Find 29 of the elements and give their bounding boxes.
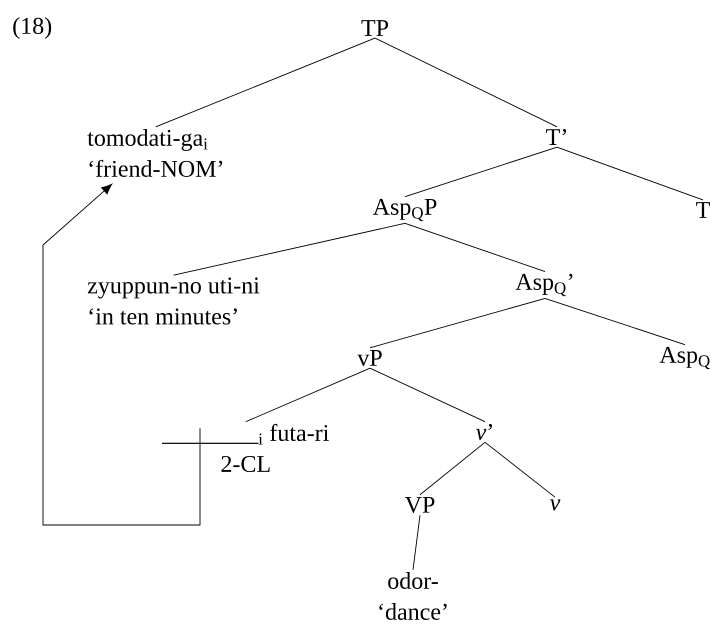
tree-branch bbox=[412, 514, 420, 570]
tree-label: vP bbox=[357, 350, 382, 366]
movement-arrow bbox=[42, 184, 200, 526]
tree-branch bbox=[484, 442, 556, 498]
tree-label: Asp$_{Q}$P bbox=[372, 198, 436, 222]
tree-branch bbox=[404, 146, 558, 198]
tree-label: odor- ‘dance’ bbox=[379, 572, 447, 620]
tree-branch bbox=[374, 38, 558, 128]
tree-label: v bbox=[550, 499, 560, 511]
tree-branch bbox=[245, 368, 370, 422]
tree-label: T bbox=[696, 202, 710, 218]
tree-branch bbox=[420, 442, 486, 496]
example-number: (18) bbox=[13, 17, 52, 39]
tree-branch bbox=[370, 298, 546, 348]
tree-branch bbox=[155, 38, 376, 128]
tree-branch bbox=[556, 146, 704, 200]
tree-label: Asp$_{Q}$’ bbox=[516, 274, 572, 296]
tree-label: tomodati-ga$_{i}$ ‘friend-NOM’ bbox=[87, 129, 222, 177]
tree-label: zyuppun-no uti-ni ‘in ten minutes’ bbox=[88, 277, 260, 325]
tree-label: VP bbox=[404, 496, 434, 514]
tree-label: Asp$_{Q}$ bbox=[660, 346, 710, 370]
tree-label: v’ bbox=[476, 424, 492, 440]
tree-branch bbox=[173, 222, 406, 276]
tree-branch bbox=[370, 368, 486, 422]
tree-label: TP bbox=[361, 20, 388, 36]
tree-branch bbox=[544, 298, 686, 346]
tree-label: T’ bbox=[546, 129, 566, 145]
tree-label: ________$_{i}$ futa-ri 2-CL bbox=[162, 424, 329, 472]
tree-branch bbox=[404, 222, 546, 272]
